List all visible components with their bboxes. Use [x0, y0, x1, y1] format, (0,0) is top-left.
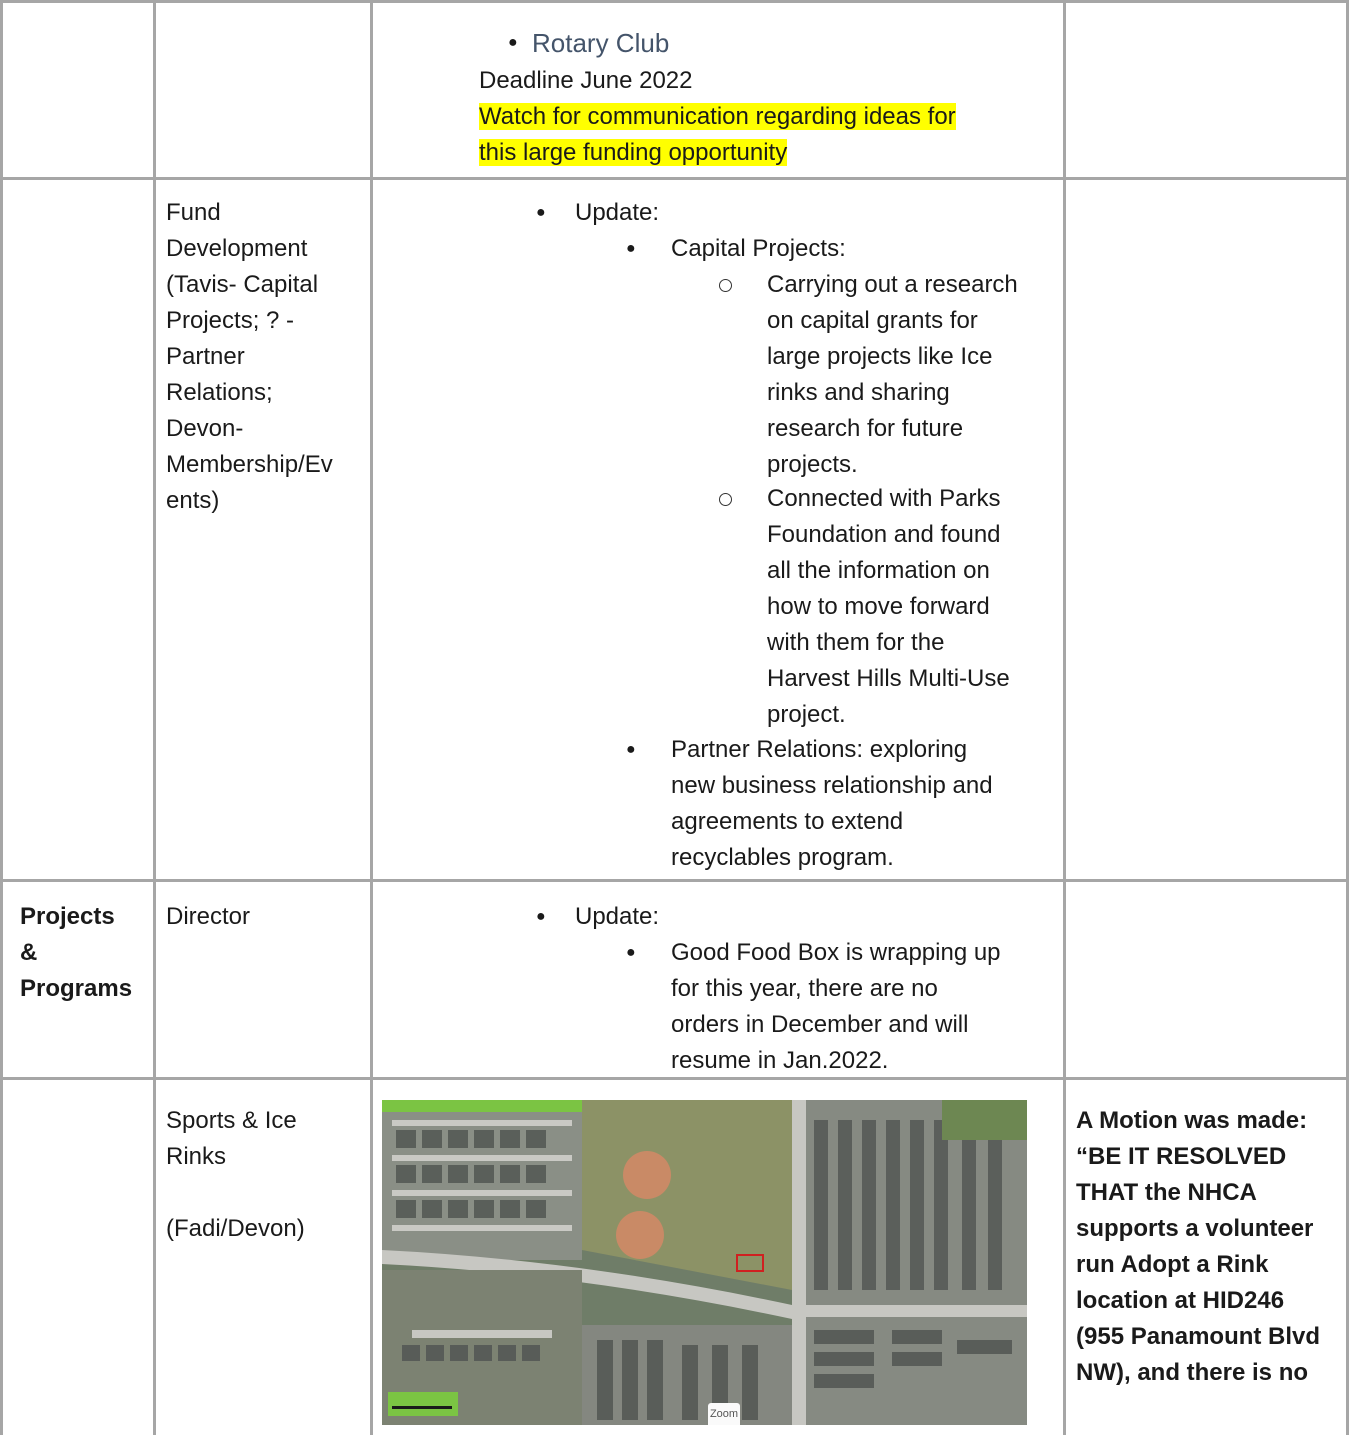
rotary-bullet-item: ● Rotary Club — [508, 28, 670, 58]
role-line: Development — [166, 235, 308, 262]
motion-line: THAT the NHCA — [1076, 1179, 1257, 1206]
item-line: for this year, there are no — [671, 975, 938, 1002]
capital-projects-item: ● Capital Projects: — [626, 235, 846, 262]
role-line: Rinks — [166, 1143, 227, 1170]
subitem-line: projects. — [767, 451, 858, 478]
section-line: Projects — [20, 903, 115, 930]
fund-update-item: ● Update: — [536, 199, 660, 226]
item-line: orders in December and will — [671, 1011, 969, 1038]
partner-line: agreements to extend — [671, 808, 904, 835]
role-line: Partner — [166, 343, 245, 370]
partner-line: new business relationship and — [671, 772, 993, 799]
capital-subitem-research: Carrying out a research on capital grant… — [719, 267, 1018, 483]
projects-programs-section: Projects & Programs — [20, 899, 132, 1007]
column-border — [0, 0, 3, 1435]
update-label: Update: — [575, 903, 660, 930]
aerial-map-svg — [382, 1100, 1027, 1425]
aerial-map-image: Zoom — [382, 1100, 1027, 1425]
subitem-line: Carrying out a research — [767, 271, 1018, 298]
map-zoom-label[interactable]: Zoom — [708, 1403, 740, 1425]
partner-line: Partner Relations: exploring — [671, 736, 968, 763]
subitem-line: Harvest Hills Multi-Use — [767, 665, 1010, 692]
sports-ice-rinks-role: Sports & Ice Rinks (Fadi/Devon) — [166, 1103, 305, 1247]
deadline-text: Deadline June 2022 — [479, 67, 693, 94]
highlight-line: this large funding opportunity — [479, 139, 788, 166]
role-line: Fund — [166, 199, 221, 226]
highlighted-note: Watch for communication regarding ideas … — [479, 99, 956, 171]
subitem-line: all the information on — [767, 557, 990, 584]
rotary-club-text: Rotary Club — [532, 28, 670, 58]
motion-text: A Motion was made: “BE IT RESOLVED THAT … — [1076, 1103, 1320, 1391]
section-line: Programs — [20, 975, 133, 1002]
subitem-line: rinks and sharing — [767, 379, 950, 406]
section-line: & — [20, 939, 38, 966]
subitem-line: how to move forward — [767, 593, 990, 620]
motion-line: supports a volunteer — [1076, 1215, 1314, 1242]
role-line: Devon- — [166, 415, 244, 442]
role-line: Membership/Ev — [166, 451, 333, 478]
column-border — [370, 0, 373, 1435]
highlight-line: Watch for communication regarding ideas … — [479, 103, 956, 130]
capital-heading: Capital Projects: — [671, 235, 846, 262]
good-food-box-item: ● Good Food Box is wrapping up for this … — [626, 935, 1001, 1079]
row-border — [0, 1077, 1349, 1080]
role-line: (Tavis- Capital — [166, 271, 319, 298]
subitem-line: with them for the — [767, 629, 945, 656]
role-line: Relations; — [166, 379, 273, 406]
motion-line: A Motion was made: — [1076, 1107, 1308, 1134]
capital-subitem-parks: Connected with Parks Foundation and foun… — [719, 481, 1010, 733]
subitem-line: Connected with Parks — [767, 485, 1001, 512]
partner-relations-item: ● Partner Relations: exploring new busin… — [626, 732, 993, 876]
role-line: Sports & Ice — [166, 1107, 297, 1134]
subitem-line: on capital grants for — [767, 307, 978, 334]
motion-line: run Adopt a Rink — [1076, 1251, 1269, 1278]
item-line: resume in Jan.2022. — [671, 1047, 889, 1074]
column-border — [1063, 0, 1066, 1435]
motion-line: (955 Panamount Blvd — [1076, 1323, 1321, 1350]
subitem-line: large projects like Ice — [767, 343, 993, 370]
director-role: Director — [166, 903, 251, 930]
motion-line: NW), and there is no — [1076, 1359, 1309, 1386]
role-line: Projects; ? - — [166, 307, 295, 334]
row-border — [0, 879, 1349, 882]
motion-line: “BE IT RESOLVED — [1076, 1143, 1287, 1170]
row-border — [0, 0, 1349, 3]
column-border — [153, 0, 156, 1435]
fund-development-role: Fund Development (Tavis- Capital Project… — [166, 195, 333, 519]
partner-line: recyclables program. — [671, 844, 894, 871]
role-line: (Fadi/Devon) — [166, 1215, 305, 1242]
role-line: ents) — [166, 487, 220, 514]
subitem-line: Foundation and found — [767, 521, 1001, 548]
item-line: Good Food Box is wrapping up — [671, 939, 1001, 966]
update-label: Update: — [575, 199, 660, 226]
motion-line: location at HID246 — [1076, 1287, 1285, 1314]
director-update-item: ● Update: — [536, 903, 660, 930]
subitem-line: research for future — [767, 415, 964, 442]
row-border — [0, 177, 1349, 180]
subitem-line: project. — [767, 701, 846, 728]
column-border — [1346, 0, 1349, 1435]
